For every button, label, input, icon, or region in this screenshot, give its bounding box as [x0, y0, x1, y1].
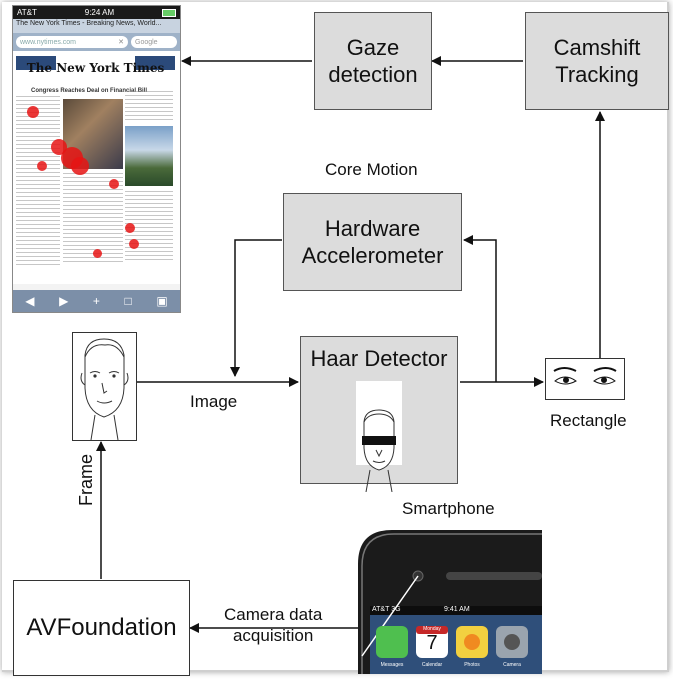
phone-carrier: AT&T 3G [372, 606, 401, 613]
ad-banner-left [16, 56, 56, 70]
haar-detector-label: Haar Detector [310, 346, 448, 371]
iphone-icon [358, 530, 542, 674]
gaze-dot [109, 179, 119, 189]
news-headline: Congress Reaches Deal on Financial Bill [31, 88, 148, 94]
column-text-left [16, 96, 60, 266]
masked-face-image [356, 380, 402, 493]
browser-page-title: The New York Times - Breaking News, Worl… [13, 19, 180, 33]
face-icon [80, 338, 129, 441]
status-bar: AT&T 9:24 AM [13, 6, 180, 19]
arrow-accelerometer-to-image [230, 239, 282, 377]
app-label-messages: Messages [380, 662, 404, 668]
clear-icon[interactable]: ✕ [118, 39, 124, 46]
face-image [72, 332, 137, 441]
smartphone-image: AT&T 3G 9:41 AM Monday 7 Messages Calend… [352, 524, 542, 674]
camera-data-acquisition-label: Camera data acquisition [224, 605, 323, 646]
gaze-dot [37, 161, 47, 171]
bookmarks-icon[interactable]: □ [124, 294, 132, 308]
gaze-detection-node: Gaze detection [314, 12, 432, 110]
gaze-dot [93, 249, 102, 258]
column-text-right [125, 91, 173, 123]
app-label-calendar: Calendar [421, 662, 443, 668]
eyes-rectangle-image [545, 358, 625, 400]
avfoundation-node: AVFoundation [13, 580, 190, 676]
image-label: Image [190, 392, 238, 411]
status-time: 9:24 AM [84, 8, 115, 17]
url-text: www.nytimes.com [20, 38, 77, 46]
smartphone-label: Smartphone [402, 499, 495, 518]
url-input[interactable]: www.nytimes.com ✕ [16, 36, 128, 48]
arrow-haar-to-accelerometer [463, 235, 497, 382]
app-label-photos: Photos [464, 662, 480, 668]
search-input[interactable]: Google [131, 36, 177, 48]
figure-frame [2, 2, 669, 672]
address-row: www.nytimes.com ✕ Google [13, 33, 180, 51]
news-page: The New York Times Congress Reaches Deal… [13, 51, 180, 284]
add-icon[interactable]: + [92, 294, 100, 308]
forward-icon[interactable]: ▶ [59, 294, 69, 308]
haar-detector-node: Haar Detector [300, 336, 458, 493]
phone-time: 9:41 AM [444, 606, 470, 613]
calendar-date: 7 [426, 632, 438, 654]
battery-icon [162, 8, 176, 17]
rectangle-label: Rectangle [550, 411, 627, 430]
camshift-tracking-node: Camshift Tracking [525, 12, 669, 110]
gaze-dot [125, 223, 135, 233]
gaze-dot [129, 239, 139, 249]
browser-screenshot: AT&T 9:24 AM The New York Times - Breaki… [12, 5, 181, 313]
core-motion-label: Core Motion [325, 160, 418, 179]
carrier-label: AT&T [17, 8, 37, 17]
frame-label: Frame [76, 453, 96, 506]
gaze-dot [27, 106, 39, 118]
pages-icon[interactable]: ▣ [156, 294, 168, 308]
hardware-accelerometer-node: Hardware Accelerometer [283, 193, 462, 291]
landscape-photo [125, 126, 173, 186]
eyes-icon [553, 367, 617, 385]
gaze-dot [71, 157, 89, 175]
browser-toolbar: ◀ ▶ + □ ▣ [13, 290, 180, 312]
ad-banner-right [135, 56, 175, 70]
masked-face-icon [362, 409, 396, 493]
newspaper-masthead: The New York Times [26, 61, 165, 75]
calendar-day: Monday [423, 626, 441, 632]
back-icon[interactable]: ◀ [25, 294, 35, 308]
app-label-camera: Camera [503, 662, 521, 668]
